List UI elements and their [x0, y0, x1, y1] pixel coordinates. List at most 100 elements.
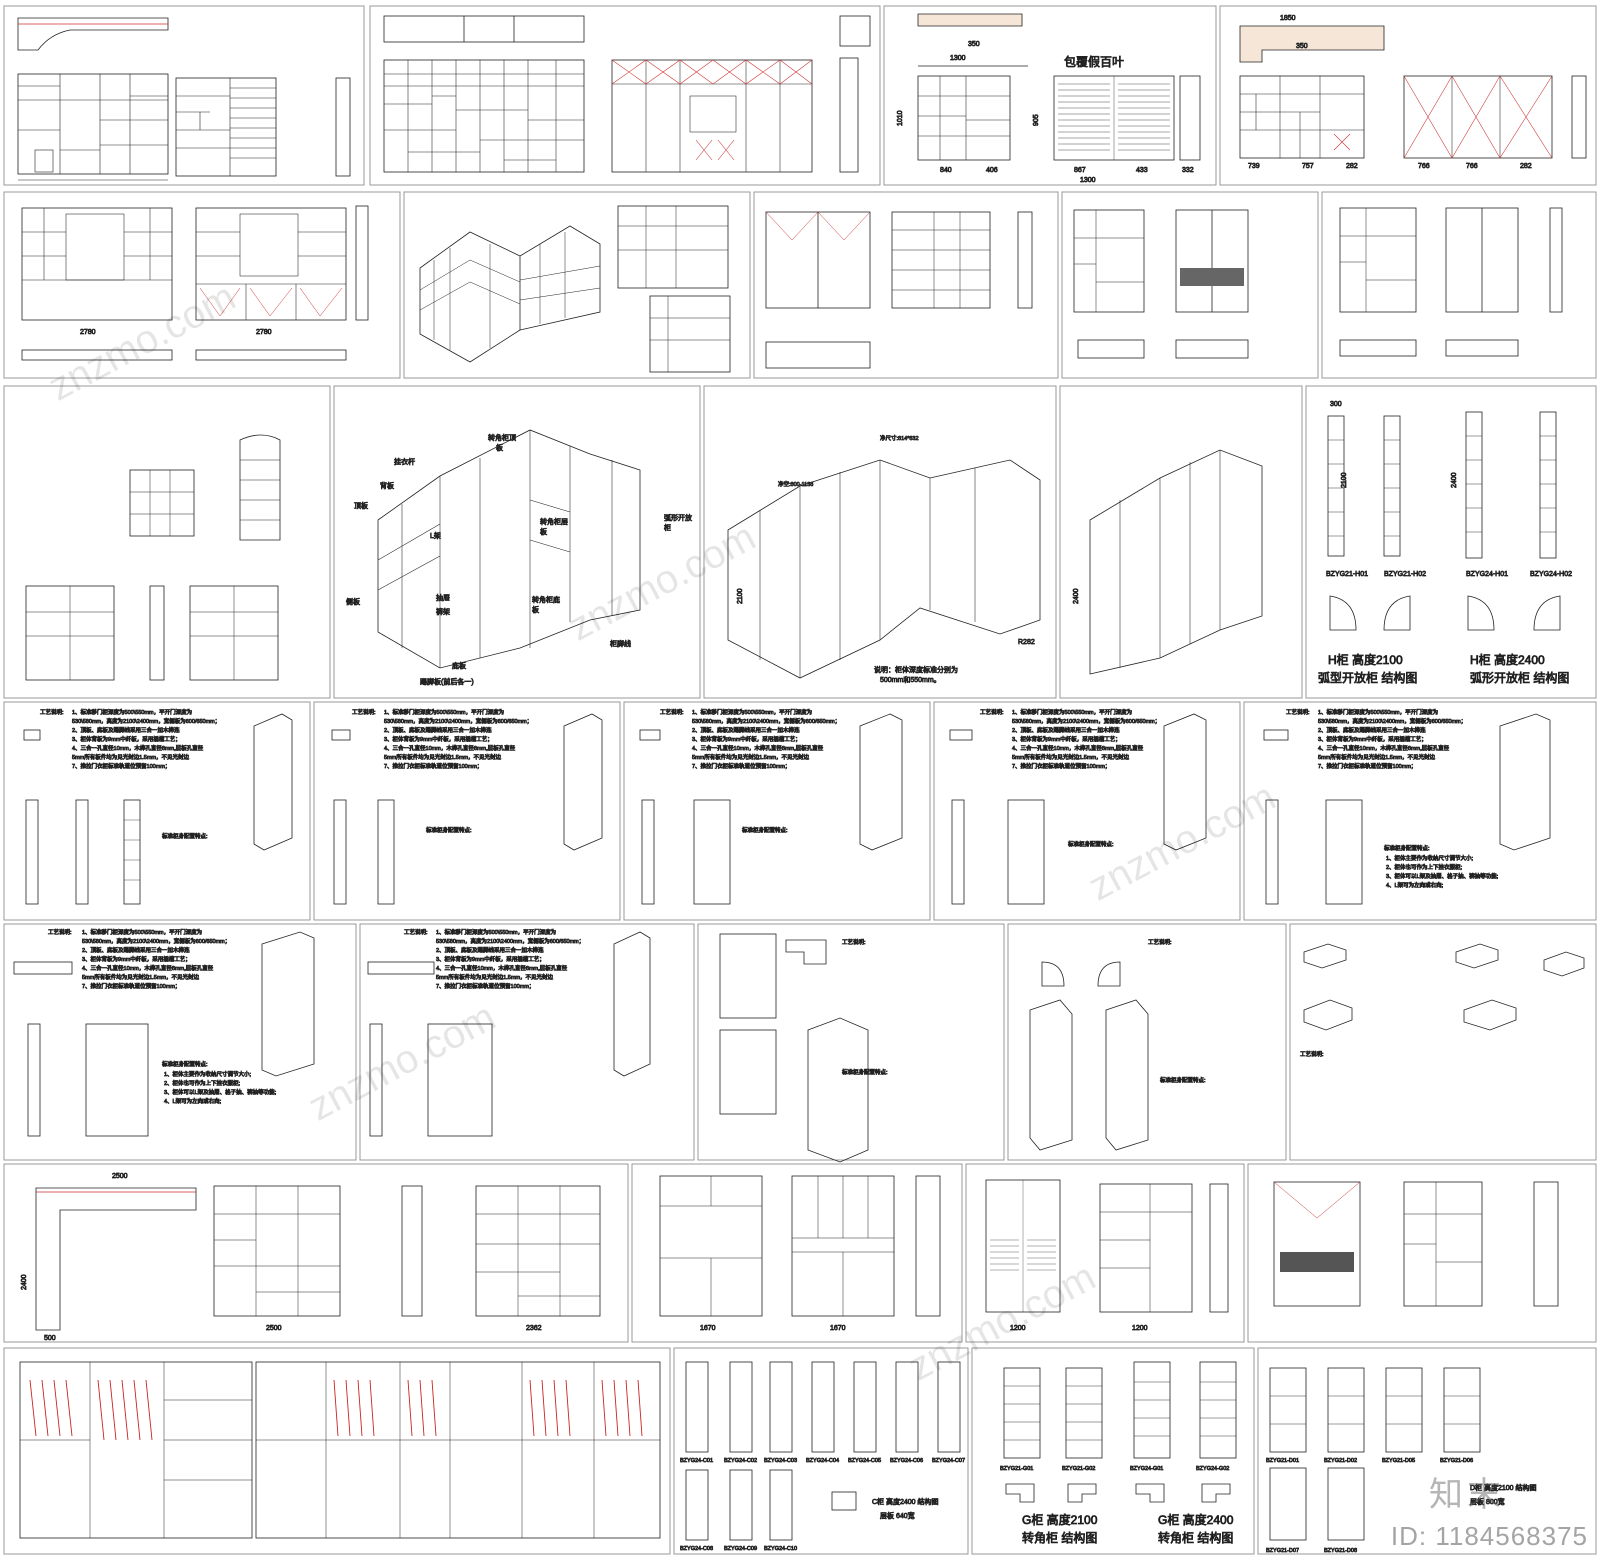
svg-text:7、推拉门衣柜标准轨道位预留100mm；: 7、推拉门衣柜标准轨道位预留100mm；	[1012, 762, 1110, 770]
svg-text:标准柜身配置特点:: 标准柜身配置特点:	[1384, 844, 1430, 852]
panel-frames	[3, 5, 1597, 1555]
svg-text:5mm所有板件均为见光封边1.5mm，不见光封边: 5mm所有板件均为见光封边1.5mm，不见光封边	[82, 973, 200, 981]
svg-text:1、标准移门柜深度为500\550mm，平开门深度为: 1、标准移门柜深度为500\550mm，平开门深度为	[692, 708, 812, 716]
svg-text:BZYG21-G01: BZYG21-G01	[1000, 1466, 1033, 1472]
svg-text:739: 739	[1248, 163, 1260, 170]
row6-elevations: 2500 2400 500 2500 2362 1670	[21, 1173, 1559, 1342]
svg-text:3、柜体背板为9mm中纤板，采用插槽工艺；: 3、柜体背板为9mm中纤板，采用插槽工艺；	[82, 955, 191, 963]
svg-text:转角柜底: 转角柜底	[532, 595, 560, 604]
svg-text:说明：柜体深度标准分别为: 说明：柜体深度标准分别为	[874, 665, 958, 674]
panel-louver-cabinet: 350 1300 1010 840 406 包覆假百叶 9	[897, 13, 1201, 184]
svg-text:板: 板	[532, 605, 539, 614]
drawer-details: 工艺说明:	[1300, 943, 1585, 1058]
svg-text:C柜 高度2400 结构图: C柜 高度2400 结构图	[872, 1497, 939, 1506]
svg-text:BZYG21-H01: BZYG21-H01	[1326, 571, 1368, 578]
svg-text:1、柜体主要作为收纳尺寸调节大小;: 1、柜体主要作为收纳尺寸调节大小;	[164, 1070, 252, 1078]
svg-text:530\580mm，高度为2100\2400mm，宽侧板为6: 530\580mm，高度为2100\2400mm，宽侧板为600/650mm；	[1318, 717, 1466, 725]
svg-text:底板: 底板	[452, 661, 466, 670]
svg-text:5mm所有板件均为见光封边1.5mm，不见光封边: 5mm所有板件均为见光封边1.5mm，不见光封边	[436, 973, 554, 981]
svg-text:BZYG21-D05: BZYG21-D05	[1382, 1458, 1415, 1464]
svg-text:转角柜顶: 转角柜顶	[488, 433, 516, 442]
svg-text:层板 640宽: 层板 640宽	[880, 1511, 915, 1520]
svg-text:BZYG21-D06: BZYG21-D06	[1440, 1458, 1473, 1464]
svg-text:4、三合一孔直径10mm，木榫孔直径8mm,层板孔直径: 4、三合一孔直径10mm，木榫孔直径8mm,层板孔直径	[436, 964, 568, 972]
svg-text:3、柜体背板为9mm中纤板，采用插槽工艺；: 3、柜体背板为9mm中纤板，采用插槽工艺；	[1318, 735, 1427, 743]
svg-text:BZYG24-C10: BZYG24-C10	[764, 1546, 797, 1552]
panel-display-cabinet: 1850 350 739 757 282 766 766 282	[1239, 15, 1587, 170]
panel-l-shape-iso	[419, 205, 731, 373]
svg-text:挂衣杆: 挂衣杆	[394, 457, 415, 466]
svg-text:2400: 2400	[1451, 472, 1458, 488]
svg-text:BZYG21-H02: BZYG21-H02	[1384, 571, 1426, 578]
svg-text:3、柜体可以L架及抽屉、格子抽、裤抽等功能;: 3、柜体可以L架及抽屉、格子抽、裤抽等功能;	[1386, 872, 1499, 880]
svg-text:1、标准移门柜深度为500\550mm，平开门深度为: 1、标准移门柜深度为500\550mm，平开门深度为	[384, 708, 504, 716]
svg-text:D柜 高度2100 结构图: D柜 高度2100 结构图	[1470, 1483, 1537, 1492]
svg-text:4、三合一孔直径10mm，木榫孔直径8mm,层板孔直径: 4、三合一孔直径10mm，木榫孔直径8mm,层板孔直径	[692, 744, 824, 752]
svg-text:1200: 1200	[1132, 1325, 1148, 1332]
svg-text:905: 905	[1033, 114, 1040, 126]
svg-text:BZYG24-G01: BZYG24-G01	[1130, 1466, 1163, 1472]
svg-text:282: 282	[1346, 163, 1358, 170]
svg-text:转角柜 结构图: 转角柜 结构图	[1158, 1530, 1233, 1545]
brand-logo: 知末	[1429, 1475, 1505, 1515]
svg-text:弧形开放: 弧形开放	[664, 513, 692, 522]
svg-text:工艺说明:: 工艺说明:	[404, 928, 428, 936]
row7-d-cabinets: BZYG21-D01 BZYG21-D02 BZYG21-D05 BZYG21-…	[1266, 1367, 1537, 1554]
svg-text:1010: 1010	[897, 110, 904, 126]
svg-text:净尺寸:814*832: 净尺寸:814*832	[880, 434, 919, 442]
svg-text:2、顶板、底板及踢脚线采用三合一加木榫连: 2、顶板、底板及踢脚线采用三合一加木榫连	[1012, 726, 1120, 734]
svg-text:BZYG21-D07: BZYG21-D07	[1266, 1548, 1299, 1554]
svg-text:工艺说明:: 工艺说明:	[48, 928, 72, 936]
svg-text:工艺说明:: 工艺说明:	[1300, 1050, 1324, 1058]
panel-tv-wall: 2780 2780	[21, 205, 369, 361]
svg-text:弧型开放柜 结构图: 弧型开放柜 结构图	[1318, 670, 1417, 685]
svg-text:530\580mm，高度为2100\2400mm，宽侧板为6: 530\580mm，高度为2100\2400mm，宽侧板为600/650mm；	[692, 717, 840, 725]
svg-text:766: 766	[1466, 163, 1478, 170]
svg-text:1200: 1200	[1010, 1325, 1026, 1332]
svg-text:BZYG24-G02: BZYG24-G02	[1196, 1466, 1229, 1472]
image-id: ID: 1184568375	[1390, 1521, 1588, 1551]
svg-text:柜: 柜	[664, 523, 671, 532]
svg-text:282: 282	[1520, 163, 1532, 170]
svg-text:4、L架可为左向或右向;: 4、L架可为左向或右向;	[1386, 881, 1444, 889]
svg-text:标准柜身配置特点:: 标准柜身配置特点:	[162, 1060, 208, 1068]
svg-text:3、柜体背板为9mm中纤板，采用插槽工艺；: 3、柜体背板为9mm中纤板，采用插槽工艺；	[436, 955, 545, 963]
svg-text:757: 757	[1302, 163, 1314, 170]
row5-spec-sheets: 工艺说明: 1、标准移门柜深度为500\550mm，平开门深度为 530\580…	[13, 928, 1585, 1163]
svg-text:L架: L架	[430, 532, 441, 540]
spec-sheet-6: 工艺说明: 1、标准移门柜深度为500\550mm，平开门深度为 530\580…	[13, 928, 315, 1137]
svg-text:侧板: 侧板	[346, 597, 360, 606]
svg-text:踢脚板(前后各一): 踢脚板(前后各一)	[420, 677, 474, 686]
svg-text:4、三合一孔直径10mm，木榫孔直径8mm,层板孔直径: 4、三合一孔直径10mm，木榫孔直径8mm,层板孔直径	[384, 744, 516, 752]
spec-sheet-7: 工艺说明: 1、标准移门柜深度为500\550mm，平开门深度为 530\580…	[367, 928, 651, 1137]
svg-text:工艺说明:: 工艺说明:	[842, 938, 866, 946]
svg-text:3、柜体背板为9mm中纤板，采用插槽工艺；: 3、柜体背板为9mm中纤板，采用插槽工艺；	[1012, 735, 1121, 743]
svg-text:350: 350	[1296, 43, 1308, 50]
panel-floorplan-elevations	[17, 17, 351, 181]
svg-text:4、三合一孔直径10mm，木榫孔直径8mm,层板孔直径: 4、三合一孔直径10mm，木榫孔直径8mm,层板孔直径	[82, 964, 214, 972]
svg-text:4、三合一孔直径10mm，木榫孔直径8mm,层板孔直径: 4、三合一孔直径10mm，木榫孔直径8mm,层板孔直径	[1012, 744, 1144, 752]
svg-text:5mm所有板件均为见光封边1.5mm，不见光封边: 5mm所有板件均为见光封边1.5mm，不见光封边	[72, 753, 190, 761]
svg-text:2、顶板、底板及踢脚线采用三合一加木榫连: 2、顶板、底板及踢脚线采用三合一加木榫连	[436, 946, 544, 954]
svg-text:4、三合一孔直径10mm，木榫孔直径8mm,层板孔直径: 4、三合一孔直径10mm，木榫孔直径8mm,层板孔直径	[1318, 744, 1450, 752]
svg-text:BZYG24-H02: BZYG24-H02	[1530, 571, 1572, 578]
svg-text:弧形开放柜 结构图: 弧形开放柜 结构图	[1470, 670, 1569, 685]
svg-text:530\580mm，高度为2100\2400mm，宽侧板为6: 530\580mm，高度为2100\2400mm，宽侧板为600/650mm；	[384, 717, 532, 725]
panel-sliding-wardrobe-a	[1073, 209, 1249, 359]
svg-text:1、标准移门柜深度为500\550mm，平开门深度为: 1、标准移门柜深度为500\550mm，平开门深度为	[1012, 708, 1132, 716]
svg-text:1、标准移门柜深度为500\550mm，平开门深度为: 1、标准移门柜深度为500\550mm，平开门深度为	[72, 708, 192, 716]
svg-text:7、推拉门衣柜标准轨道位预留100mm；: 7、推拉门衣柜标准轨道位预留100mm；	[384, 762, 482, 770]
svg-text:840: 840	[940, 167, 952, 174]
svg-text:工艺说明:: 工艺说明:	[1286, 708, 1310, 716]
svg-text:裤架: 裤架	[436, 607, 450, 616]
svg-text:BZYG24-C08: BZYG24-C08	[680, 1546, 713, 1552]
spec-sheet-8: 工艺说明: 标准柜身配置特点:	[719, 933, 888, 1163]
svg-text:净空:800-1138: 净空:800-1138	[778, 480, 813, 488]
svg-text:2、顶板、底板及踢脚线采用三合一加木榫连: 2、顶板、底板及踢脚线采用三合一加木榫连	[1318, 726, 1426, 734]
svg-text:BZYG24-C05: BZYG24-C05	[848, 1458, 881, 1464]
svg-text:工艺说明:: 工艺说明:	[352, 708, 376, 716]
svg-text:标准柜身配置特点:: 标准柜身配置特点:	[1068, 840, 1114, 848]
svg-text:BZYG21-D02: BZYG21-D02	[1324, 1458, 1357, 1464]
svg-text:1、标准移门柜深度为500\550mm，平开门深度为: 1、标准移门柜深度为500\550mm，平开门深度为	[436, 928, 556, 936]
spec-sheet-1: 工艺说明: 1、标准移门柜深度为500\550mm，平开门深度为 530\580…	[23, 708, 293, 905]
